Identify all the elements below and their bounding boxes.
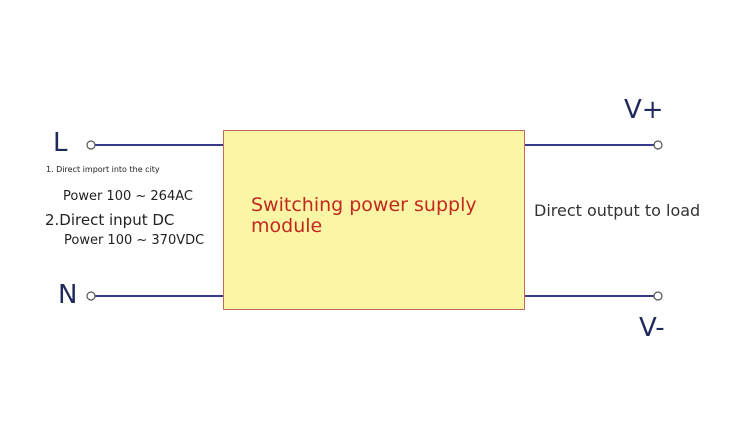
positive-terminal-label: V+	[624, 95, 664, 125]
dc-input-range: Power 100 ~ 370VDC	[64, 233, 205, 248]
negative-terminal-label: V-	[639, 313, 665, 343]
dc-input-heading: 2.Direct input DC	[45, 211, 175, 229]
line-terminal-label: L	[53, 128, 68, 158]
negative-terminal-icon	[653, 291, 663, 301]
module-label: Switching power supply module	[251, 194, 477, 237]
ac-input-heading: 1. Direct import into the city	[46, 165, 160, 174]
switching-power-supply-module: Switching power supply module	[223, 130, 525, 310]
ac-input-range: Power 100 ~ 264AC	[63, 189, 193, 204]
positive-terminal-icon	[653, 140, 663, 150]
neutral-terminal-icon	[86, 291, 96, 301]
output-note: Direct output to load	[534, 201, 701, 220]
neutral-terminal-label: N	[58, 280, 78, 310]
line-terminal-icon	[86, 140, 96, 150]
